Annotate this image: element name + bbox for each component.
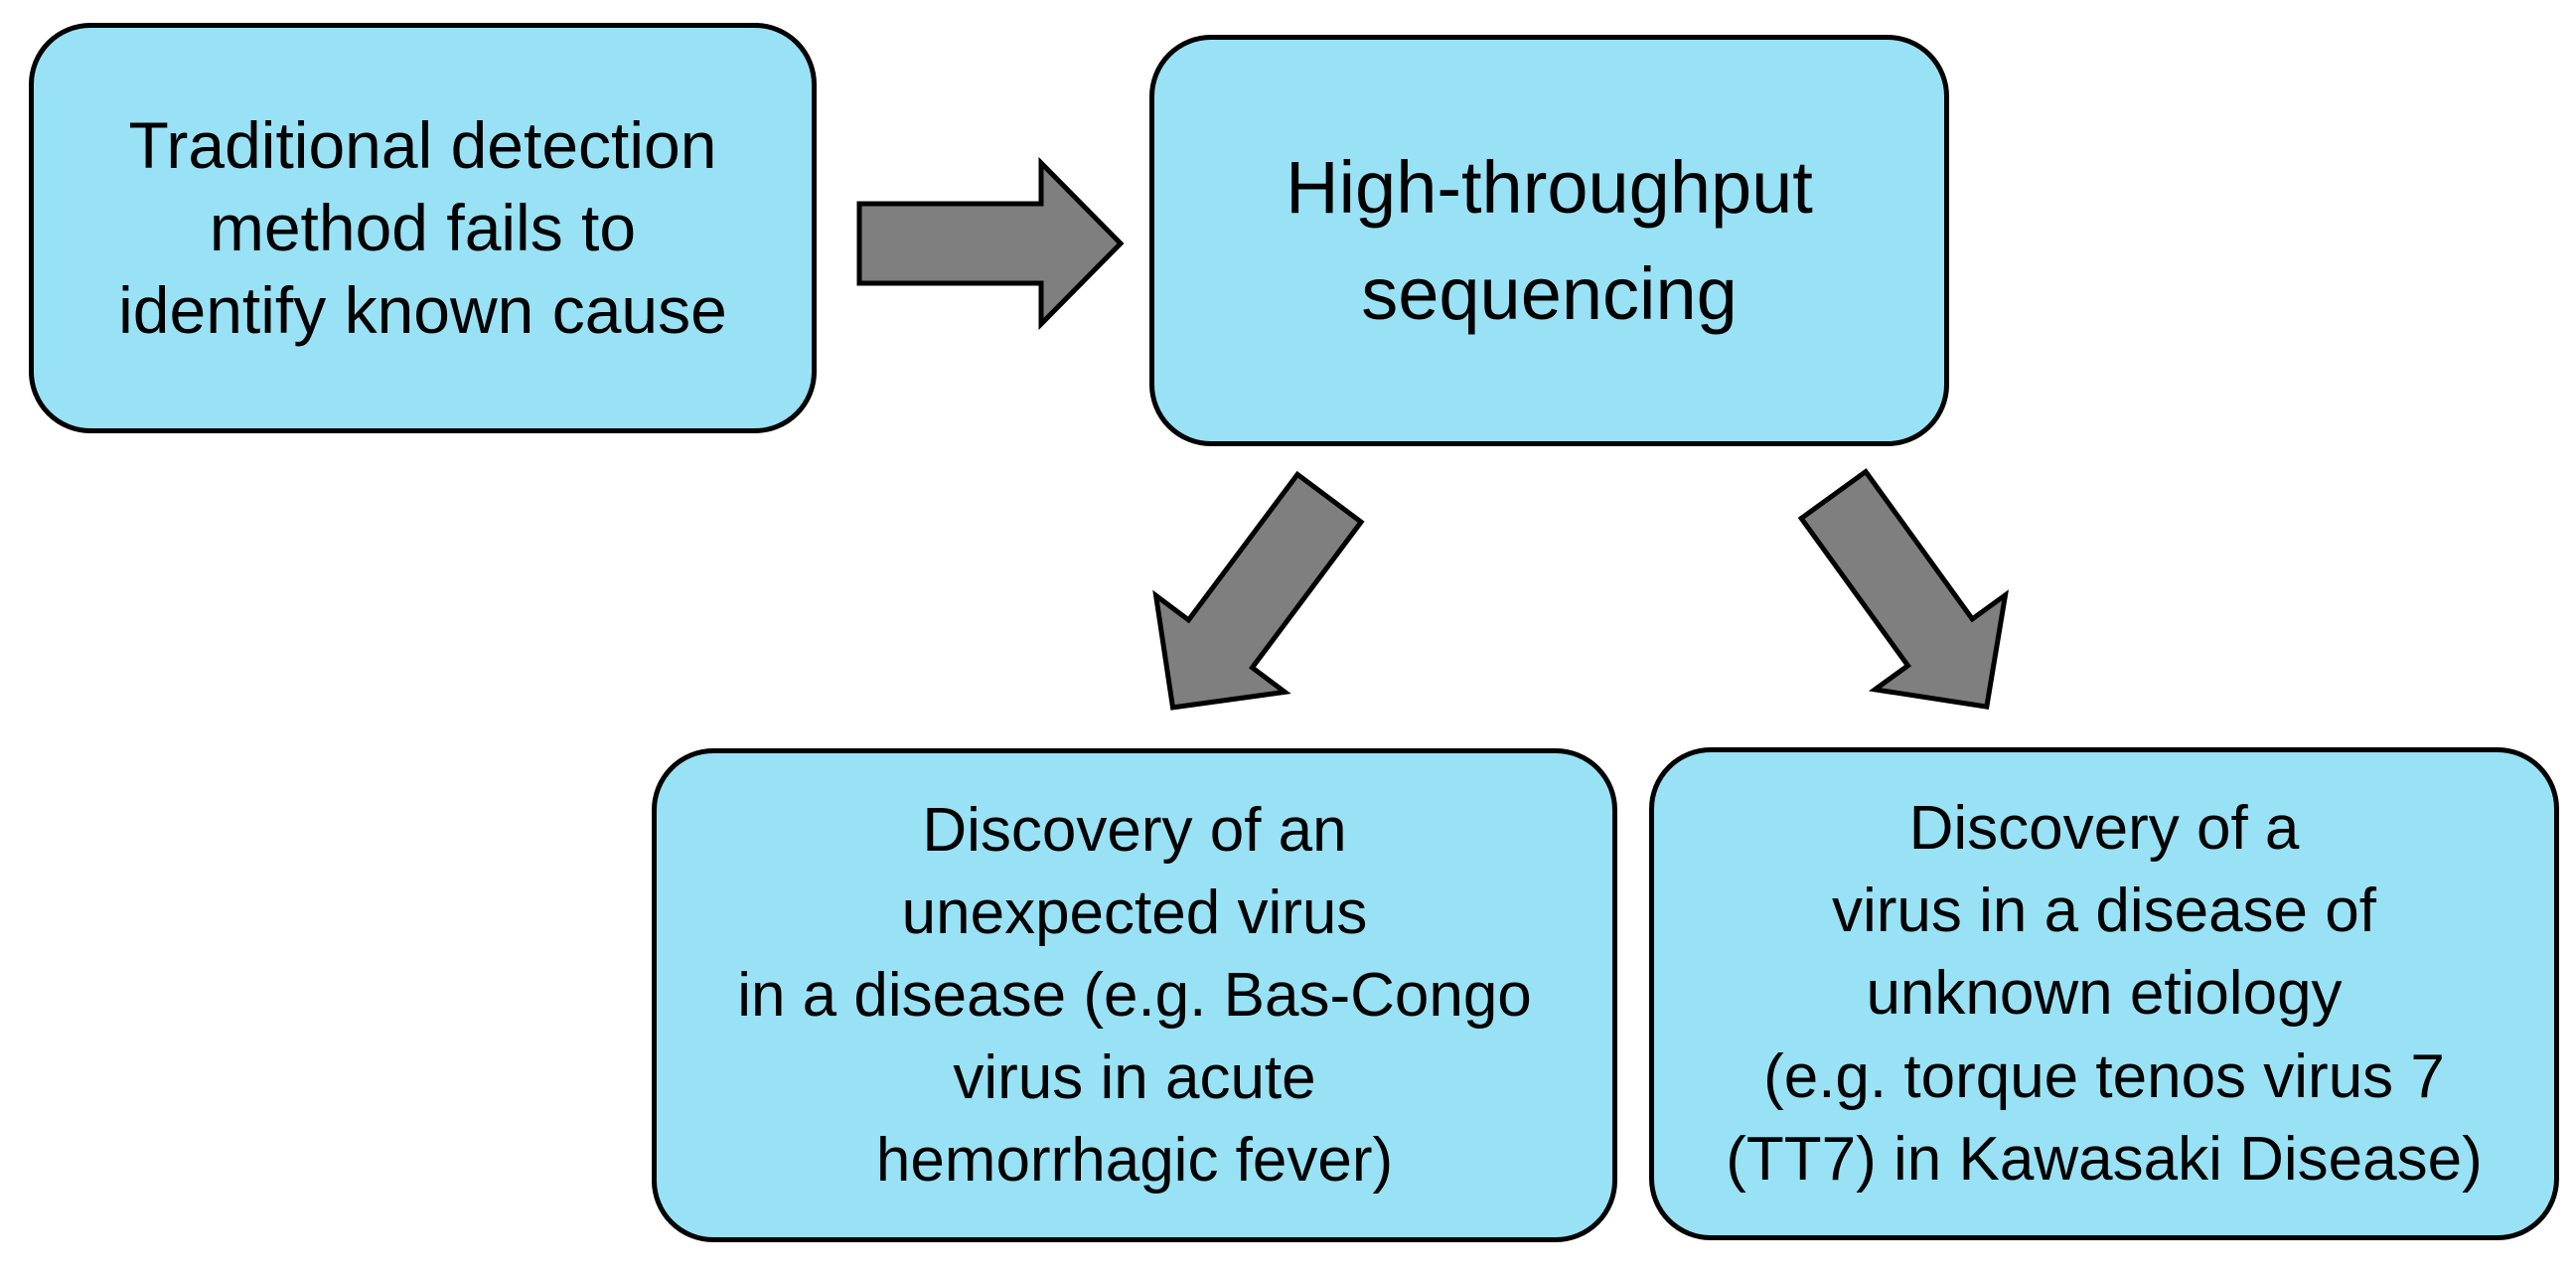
node-high-throughput-sequencing: High-throughput sequencing: [1149, 35, 1949, 446]
arrow-right-icon: [856, 156, 1125, 331]
arrow-down-left-icon: [1152, 470, 1365, 711]
node-high-throughput-sequencing-label: High-throughput sequencing: [1286, 145, 1813, 335]
node-discovery-unexpected-virus-label: Discovery of an unexpected virus in a di…: [737, 795, 1532, 1196]
arrow-down-right-icon: [1797, 468, 2009, 710]
node-traditional-detection: Traditional detection method fails to id…: [29, 23, 817, 433]
node-discovery-virus-unknown-etiology: Discovery of a virus in a disease of unk…: [1649, 747, 2559, 1240]
node-discovery-unexpected-virus: Discovery of an unexpected virus in a di…: [652, 748, 1617, 1242]
node-discovery-virus-unknown-etiology-label: Discovery of a virus in a disease of unk…: [1726, 794, 2483, 1194]
node-traditional-detection-label: Traditional detection method fails to id…: [118, 107, 727, 348]
